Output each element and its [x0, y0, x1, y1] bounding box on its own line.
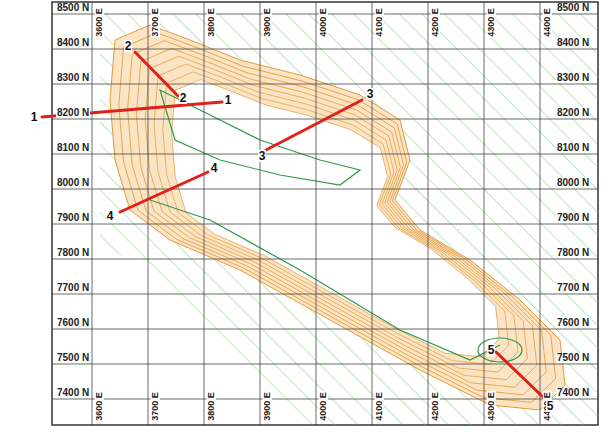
section-number: 4 [106, 210, 115, 222]
northing-label: 7400 N [556, 388, 590, 398]
easting-label: 4000 E [319, 7, 328, 38]
northing-label: 7600 N [556, 318, 590, 328]
easting-label: 4300 E [487, 7, 496, 38]
easting-label: 4100 E [375, 7, 384, 38]
easting-label: 4400 E [543, 7, 552, 38]
northing-label: 7500 N [56, 353, 90, 363]
section-number: 1 [30, 111, 39, 123]
easting-label: 3900 E [263, 7, 272, 38]
northing-label: 8200 N [56, 108, 90, 118]
easting-label: 4100 E [375, 391, 384, 422]
northing-label: 8100 N [556, 143, 590, 153]
northing-label: 8400 N [556, 38, 590, 48]
northing-label: 7900 N [56, 213, 90, 223]
northing-label: 8000 N [56, 178, 90, 188]
northing-label: 7800 N [56, 248, 90, 258]
northing-label: 8300 N [556, 73, 590, 83]
section-number: 3 [258, 150, 267, 162]
easting-label: 3600 E [95, 391, 104, 422]
easting-label: 4200 E [431, 391, 440, 422]
easting-label: 4300 E [487, 391, 496, 422]
easting-label: 3800 E [207, 391, 216, 422]
section-number: 2 [124, 40, 133, 52]
northing-label: 8300 N [56, 73, 90, 83]
section-number: 2 [179, 92, 188, 104]
section-number: 3 [366, 88, 375, 100]
easting-label: 4000 E [319, 391, 328, 422]
easting-label: 3800 E [207, 7, 216, 38]
northing-label: 7900 N [556, 213, 590, 223]
northing-label: 7400 N [56, 388, 90, 398]
section-number: 5 [546, 400, 555, 412]
northing-label: 8500 N [56, 3, 90, 13]
section-number: 4 [210, 162, 219, 174]
northing-label: 8200 N [556, 108, 590, 118]
easting-label: 4200 E [431, 7, 440, 38]
northing-label: 7600 N [56, 318, 90, 328]
northing-label: 8100 N [56, 143, 90, 153]
northing-label: 8400 N [56, 38, 90, 48]
section-number: 5 [487, 344, 496, 356]
easting-label: 3900 E [263, 391, 272, 422]
northing-label: 7700 N [56, 283, 90, 293]
northing-label: 7500 N [556, 353, 590, 363]
easting-label: 3700 E [151, 391, 160, 422]
northing-label: 7800 N [556, 248, 590, 258]
easting-label: 3700 E [151, 7, 160, 38]
easting-label: 3600 E [95, 7, 104, 38]
northing-label: 7700 N [556, 283, 590, 293]
section-number: 1 [224, 94, 233, 106]
northing-label: 8000 N [556, 178, 590, 188]
northing-label: 8500 N [556, 3, 590, 13]
